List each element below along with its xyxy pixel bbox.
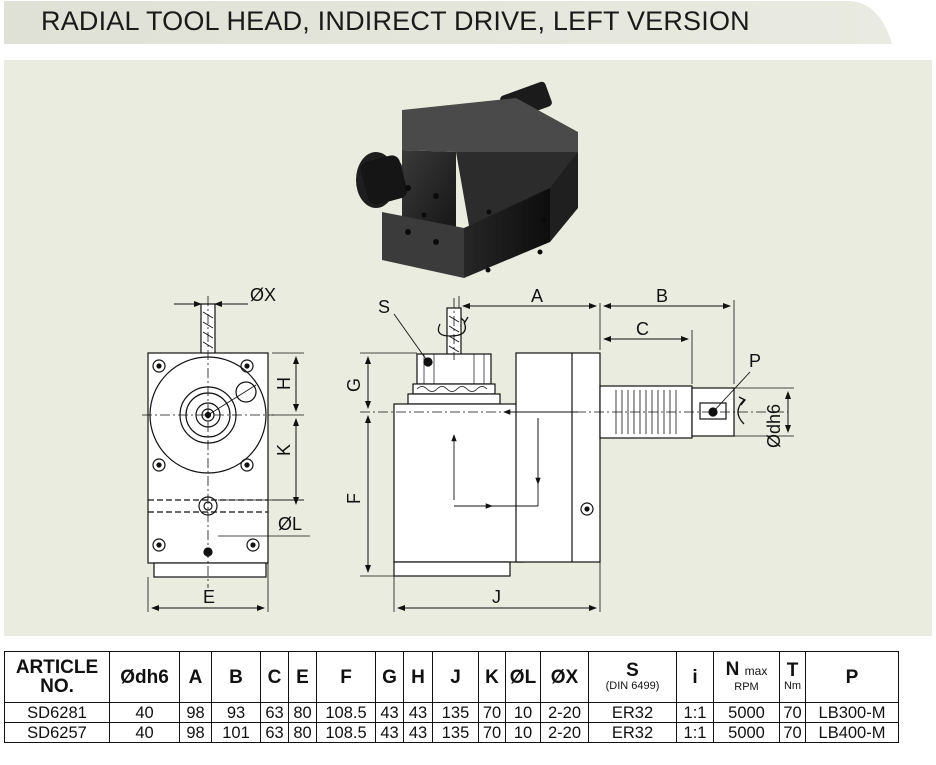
col-header-article: ARTICLE NO. <box>4 651 110 703</box>
col-header-p: P <box>805 651 899 703</box>
table-cell: 40 <box>109 702 180 723</box>
col-header-n-unit: RPM <box>734 681 759 693</box>
table-cell: LB300-M <box>805 702 899 723</box>
dim-label-b: B <box>656 286 668 306</box>
table-cell: 1:1 <box>676 702 714 723</box>
col-header-n-label: N <box>725 659 740 680</box>
table-cell: 80 <box>288 722 317 743</box>
table-cell: 63 <box>260 722 289 743</box>
table-cell: 101 <box>211 722 261 743</box>
col-header-t-label: T <box>786 660 799 681</box>
dim-label-e: E <box>203 587 215 607</box>
table-cell: 70 <box>779 722 806 743</box>
dim-label-h: H <box>274 377 294 390</box>
table-cell: LB400-M <box>805 722 899 743</box>
col-header-odh6: Ødh6 <box>109 651 180 703</box>
table-cell: 5000 <box>713 722 780 743</box>
dim-label-j: J <box>492 587 501 607</box>
col-header-b: B <box>211 651 261 703</box>
table-cell: 70 <box>478 722 506 743</box>
col-header-i: i <box>676 651 714 703</box>
table-cell: 135 <box>432 722 479 743</box>
col-header-s-label: S <box>626 660 639 681</box>
table-cell: 1:1 <box>676 722 714 743</box>
table-cell: 5000 <box>713 702 780 723</box>
table-cell: 98 <box>179 702 212 723</box>
spec-table: ARTICLE NO. Ødh6 A B C E F G H J K ØL ØX… <box>4 651 899 743</box>
table-cell: 93 <box>211 702 261 723</box>
col-header-a: A <box>179 651 212 703</box>
table-row: SD6257 40 98 101 63 80 108.5 43 43 135 7… <box>4 722 899 743</box>
col-header-n: N max RPM <box>713 651 780 703</box>
technical-drawing-panel: ØX H K ØL E <box>4 60 932 636</box>
table-cell: 10 <box>505 702 541 723</box>
col-header-f: F <box>316 651 376 703</box>
table-row: SD6281 40 98 93 63 80 108.5 43 43 135 70… <box>4 702 899 723</box>
col-header-c: C <box>260 651 289 703</box>
table-cell: 43 <box>375 722 404 743</box>
dim-label-p: P <box>749 351 761 371</box>
col-header-n-sub: max <box>744 664 768 678</box>
table-cell: 43 <box>375 702 404 723</box>
col-header-ox: ØX <box>540 651 589 703</box>
table-cell: 80 <box>288 702 317 723</box>
col-header-s-sub: (DIN 6499) <box>605 680 660 692</box>
table-cell: 43 <box>403 722 433 743</box>
front-view-bolts <box>152 359 260 552</box>
col-header-t-unit: Nm <box>783 680 802 692</box>
table-cell: 2-20 <box>540 722 589 743</box>
col-header-ol: ØL <box>505 651 541 703</box>
dim-label-f: F <box>344 493 364 504</box>
table-cell: 108.5 <box>316 702 376 723</box>
spec-table-body: SD6281 40 98 93 63 80 108.5 43 43 135 70… <box>4 702 899 743</box>
table-cell: 43 <box>403 702 433 723</box>
col-header-j: J <box>432 651 479 703</box>
table-cell: 135 <box>432 702 479 723</box>
dim-label-a: A <box>531 286 543 306</box>
dim-label-ol: ØL <box>278 514 302 534</box>
table-cell: ER32 <box>588 702 677 723</box>
table-cell: SD6257 <box>4 722 110 743</box>
col-header-h: H <box>403 651 433 703</box>
product-photo <box>356 81 578 278</box>
col-header-k: K <box>478 651 506 703</box>
dim-label-odh6: Ødh6 <box>764 404 784 448</box>
title-banner: RADIAL TOOL HEAD, INDIRECT DRIVE, LEFT V… <box>0 0 936 44</box>
front-view-drawing <box>142 296 310 612</box>
table-cell: 70 <box>779 702 806 723</box>
table-cell: 70 <box>478 702 506 723</box>
col-header-e: E <box>288 651 317 703</box>
table-cell: ER32 <box>588 722 677 743</box>
page-title: RADIAL TOOL HEAD, INDIRECT DRIVE, LEFT V… <box>41 6 750 36</box>
spec-table-header: ARTICLE NO. Ødh6 A B C E F G H J K ØL ØX… <box>4 651 899 703</box>
side-view-drawing <box>360 296 794 612</box>
col-header-s: S (DIN 6499) <box>588 651 677 703</box>
dim-label-c: C <box>636 319 649 339</box>
dim-label-s: S <box>378 297 390 317</box>
col-header-g: G <box>375 651 404 703</box>
title-banner-shape <box>4 1 892 44</box>
table-cell: 10 <box>505 722 541 743</box>
dim-label-g: G <box>344 378 364 392</box>
table-cell: 40 <box>109 722 180 743</box>
table-cell: 63 <box>260 702 289 723</box>
table-cell: SD6281 <box>4 702 110 723</box>
dim-label-ox: ØX <box>250 285 276 305</box>
dim-label-k: K <box>274 444 294 456</box>
table-cell: 98 <box>179 722 212 743</box>
col-header-t: T Nm <box>779 651 806 703</box>
technical-drawing: ØX H K ØL E <box>142 81 794 612</box>
table-cell: 2-20 <box>540 702 589 723</box>
table-cell: 108.5 <box>316 722 376 743</box>
